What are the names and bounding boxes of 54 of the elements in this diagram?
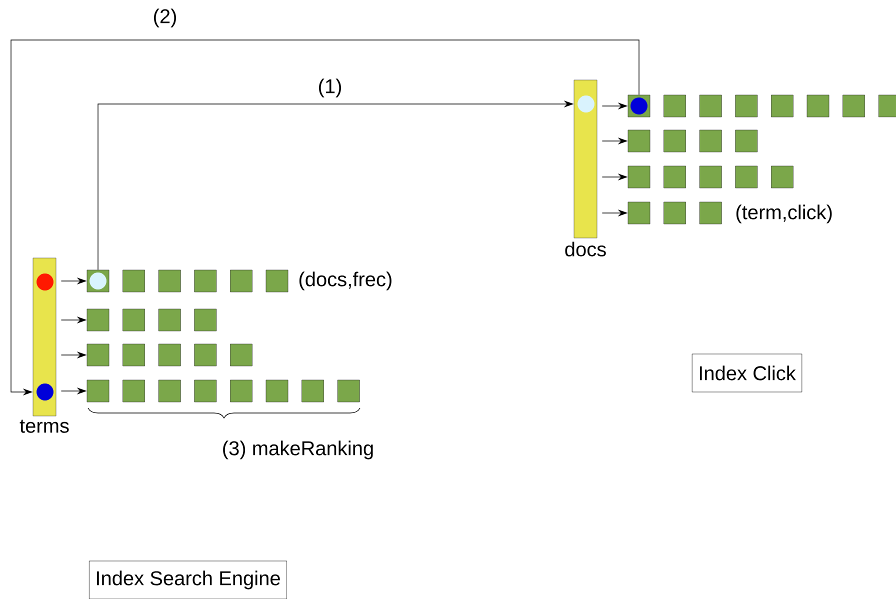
posting-square (122, 380, 145, 402)
posting-square (628, 202, 650, 224)
posting-square (735, 166, 758, 188)
index-bar: docs (565, 80, 606, 256)
posting-square (158, 380, 181, 402)
posting-square (699, 130, 722, 152)
posting-square (699, 94, 722, 118)
edge-label: (1) (316, 78, 344, 98)
node-label: terms (20, 420, 69, 433)
posting-square (771, 94, 794, 118)
posting-square (122, 270, 145, 292)
posting-square (194, 270, 217, 292)
posting-square (628, 166, 650, 188)
text-label: (docs,frec) (299, 272, 392, 290)
edge-label: (2) (152, 8, 178, 28)
posting-square (699, 202, 722, 224)
posting-square (194, 308, 217, 332)
posting-square (664, 166, 686, 188)
posting-square (771, 166, 794, 188)
posting-square (735, 94, 758, 118)
text-label: (term,click) (736, 204, 832, 224)
posting-square (266, 270, 288, 292)
index-box: Index Search Engine (88, 560, 288, 599)
posting-square (230, 380, 252, 402)
posting-square (86, 308, 110, 332)
posting-square (735, 130, 758, 152)
pointer-dot (36, 274, 54, 290)
posting-square (122, 308, 145, 332)
pointer-dot (36, 384, 54, 400)
posting-square (230, 344, 252, 366)
posting-square (122, 344, 145, 366)
posting-square (302, 380, 324, 402)
posting-square (266, 380, 288, 402)
text-label: (3) makeRanking (223, 440, 373, 460)
node-label: docs (565, 242, 606, 256)
index-box: Index Click (692, 354, 802, 392)
posting-square (842, 94, 865, 118)
posting-square (194, 380, 217, 402)
posting-square (664, 94, 686, 118)
posting-square (806, 94, 830, 118)
posting-square (628, 130, 650, 152)
pointer-dot (578, 96, 594, 112)
posting-square (158, 344, 181, 366)
index-bar: terms (20, 258, 69, 433)
posting-square (86, 344, 110, 366)
posting-square (158, 270, 181, 292)
posting-square (158, 308, 181, 332)
posting-square (194, 344, 217, 366)
posting-square (699, 166, 722, 188)
posting-square (664, 130, 686, 152)
posting-square (664, 202, 686, 224)
posting-square (230, 270, 252, 292)
posting-square (337, 380, 360, 402)
posting-square (86, 380, 110, 402)
